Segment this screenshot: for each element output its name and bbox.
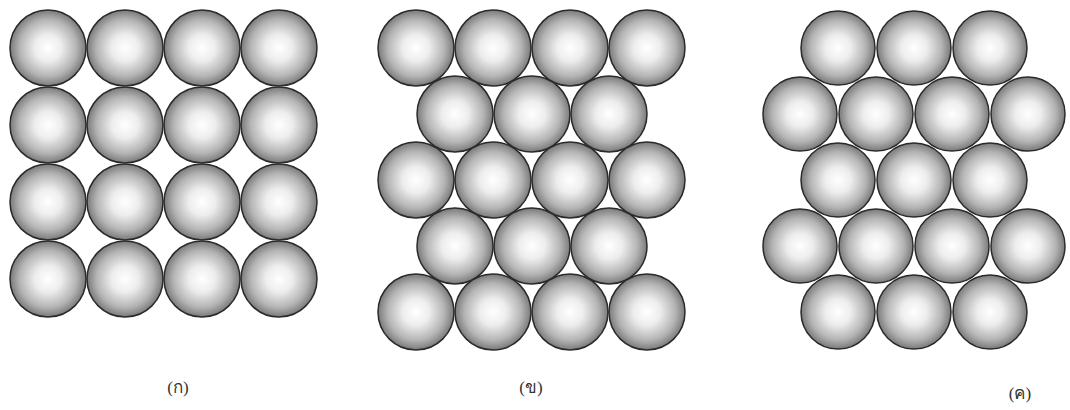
sphere xyxy=(609,274,685,350)
sphere xyxy=(915,77,989,151)
sphere xyxy=(839,209,913,283)
figure-label: (ก) xyxy=(167,373,188,400)
sphere xyxy=(455,142,531,218)
sphere xyxy=(532,274,608,350)
sphere xyxy=(877,143,951,217)
sphere xyxy=(494,76,570,152)
sphere xyxy=(378,142,454,218)
sphere xyxy=(839,77,913,151)
figure-label: (ข) xyxy=(519,373,542,400)
square-packing xyxy=(10,10,317,317)
hexagonal-packing xyxy=(763,11,1065,349)
sphere xyxy=(915,209,989,283)
sphere xyxy=(953,275,1027,349)
sphere xyxy=(417,76,493,152)
sphere xyxy=(87,164,163,240)
sphere xyxy=(801,275,875,349)
sphere xyxy=(763,209,837,283)
sphere xyxy=(87,241,163,317)
sphere xyxy=(378,10,454,86)
sphere xyxy=(763,77,837,151)
sphere xyxy=(10,87,86,163)
sphere xyxy=(953,11,1027,85)
sphere xyxy=(164,87,240,163)
sphere xyxy=(532,142,608,218)
sphere xyxy=(87,10,163,86)
sphere xyxy=(10,164,86,240)
sphere xyxy=(10,241,86,317)
sphere xyxy=(87,87,163,163)
sphere xyxy=(241,10,317,86)
sphere xyxy=(991,209,1065,283)
sphere xyxy=(241,164,317,240)
sphere xyxy=(164,164,240,240)
sphere xyxy=(571,208,647,284)
sphere xyxy=(953,143,1027,217)
sphere xyxy=(877,275,951,349)
sphere xyxy=(571,76,647,152)
sphere xyxy=(10,10,86,86)
sphere xyxy=(455,274,531,350)
sphere xyxy=(494,208,570,284)
sphere xyxy=(417,208,493,284)
sphere xyxy=(455,10,531,86)
sphere xyxy=(241,241,317,317)
sphere xyxy=(609,10,685,86)
sphere xyxy=(378,274,454,350)
sphere xyxy=(609,142,685,218)
staggered-square-packing xyxy=(378,10,685,350)
sphere xyxy=(801,11,875,85)
sphere xyxy=(164,10,240,86)
sphere xyxy=(801,143,875,217)
sphere xyxy=(991,77,1065,151)
sphere xyxy=(164,241,240,317)
sphere xyxy=(241,87,317,163)
figure-label: (ค) xyxy=(1009,379,1031,406)
sphere xyxy=(532,10,608,86)
sphere xyxy=(877,11,951,85)
